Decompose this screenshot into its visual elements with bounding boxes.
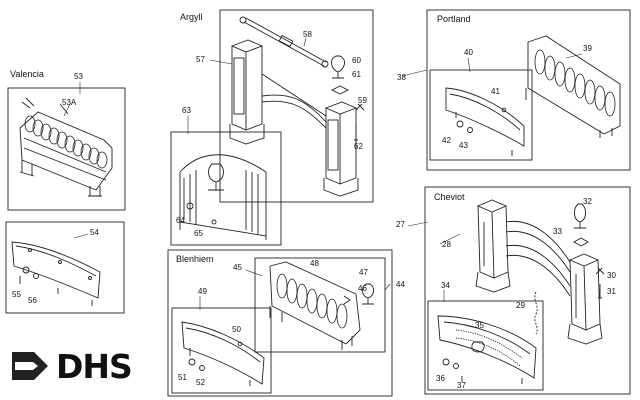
part-label-37: 37 xyxy=(457,381,466,390)
part-label-55: 55 xyxy=(12,290,21,299)
part-label-50: 50 xyxy=(232,325,241,334)
part-label-52: 52 xyxy=(196,378,205,387)
dhs-logo-text: DHS xyxy=(56,347,133,386)
valencia-grate-drawing xyxy=(19,97,113,197)
part-label-48: 48 xyxy=(310,259,319,268)
part-label-53a: 53A xyxy=(62,98,77,107)
part-label-28: 28 xyxy=(442,240,451,249)
argyll-box xyxy=(219,9,374,203)
part-label-61: 61 xyxy=(352,70,361,79)
part-label-65: 65 xyxy=(194,229,203,238)
valencia-grate-box xyxy=(7,87,126,211)
argyll-fret-drawing xyxy=(179,154,267,240)
part-label-34: 34 xyxy=(441,281,450,290)
part-label-54: 54 xyxy=(90,228,99,237)
part-label-64: 64 xyxy=(176,216,185,225)
part-label-41: 41 xyxy=(491,87,500,96)
part-label-62: 62 xyxy=(354,142,363,151)
blenhiem-box xyxy=(167,249,393,397)
cheviot-box xyxy=(424,186,631,395)
portland-box xyxy=(426,9,631,171)
part-label-39: 39 xyxy=(583,44,592,53)
part-label-57: 57 xyxy=(196,55,205,64)
cheviot-front-box xyxy=(427,300,544,391)
part-label-42: 42 xyxy=(442,136,451,145)
valencia-front-box xyxy=(5,221,125,314)
title-argyll: Argyll xyxy=(180,12,203,22)
part-label-49: 49 xyxy=(198,287,207,296)
part-label-63: 63 xyxy=(182,106,191,115)
valencia-front-drawing xyxy=(11,241,101,306)
part-label-27: 27 xyxy=(396,220,405,229)
part-label-38: 38 xyxy=(397,73,406,82)
cheviot-frame-drawing xyxy=(475,199,605,345)
portland-grate-drawing xyxy=(525,35,621,138)
title-portland: Portland xyxy=(437,14,471,24)
part-label-46: 46 xyxy=(358,284,367,293)
part-label-35: 35 xyxy=(475,321,484,330)
part-label-59: 59 xyxy=(358,96,367,105)
title-cheviot: Cheviot xyxy=(434,192,465,202)
leader-lines xyxy=(63,37,583,310)
part-label-56: 56 xyxy=(28,296,37,305)
part-label-30: 30 xyxy=(607,271,616,280)
title-blenhiem: Blenhiem xyxy=(176,254,214,264)
argyll-frame-drawing xyxy=(229,16,365,197)
part-label-51: 51 xyxy=(178,373,187,382)
part-label-45: 45 xyxy=(233,263,242,272)
argyll-fret-box xyxy=(170,131,282,246)
portland-front-box xyxy=(429,69,533,161)
part-label-40: 40 xyxy=(464,48,473,57)
part-label-53: 53 xyxy=(74,72,83,81)
cheviot-front-drawing xyxy=(437,315,537,384)
blenhiem-grate-drawing xyxy=(269,261,375,350)
part-label-32: 32 xyxy=(583,197,592,206)
part-label-43: 43 xyxy=(459,141,468,150)
dhs-logo-mark xyxy=(12,352,48,380)
blenhiem-grate-box xyxy=(254,257,386,353)
part-label-31: 31 xyxy=(607,287,616,296)
part-label-47: 47 xyxy=(359,268,368,277)
part-label-58: 58 xyxy=(303,30,312,39)
blenhiem-front-drawing xyxy=(181,321,265,386)
part-label-29: 29 xyxy=(516,301,525,310)
part-label-60: 60 xyxy=(352,56,361,65)
portland-front-drawing xyxy=(445,87,525,156)
part-label-36: 36 xyxy=(436,374,445,383)
part-label-33: 33 xyxy=(553,227,562,236)
blenhiem-front-box xyxy=(171,307,272,394)
part-label-44: 44 xyxy=(396,280,405,289)
title-valencia: Valencia xyxy=(10,69,44,79)
